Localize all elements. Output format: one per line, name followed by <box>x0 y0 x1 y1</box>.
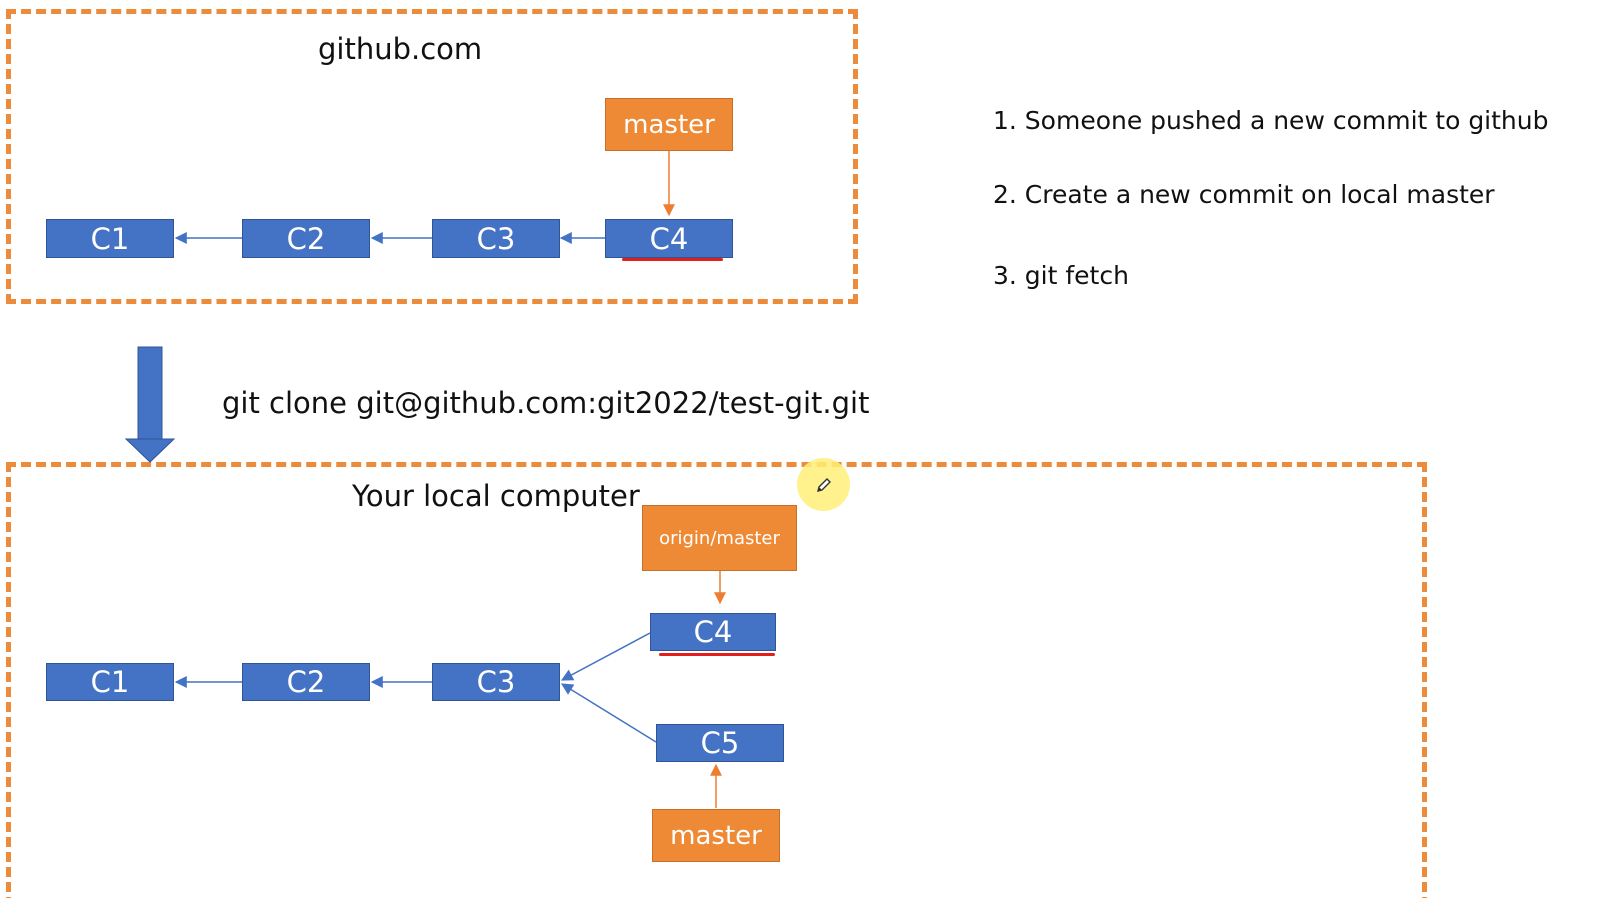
local-commit-c4: C4 <box>650 613 776 651</box>
local-commit-c2: C2 <box>242 663 370 701</box>
step-1-text: 1. Someone pushed a new commit to github <box>993 106 1549 135</box>
remote-commit-c4: C4 <box>605 219 733 258</box>
local-master-branch-label: master <box>652 809 780 862</box>
clone-command-text: git clone git@github.com:git2022/test-gi… <box>222 386 870 420</box>
remote-c4-highlight-underline <box>622 258 723 261</box>
origin-master-branch-label: origin/master <box>642 505 797 571</box>
step-2-text: 2. Create a new commit on local master <box>993 180 1495 209</box>
local-edge-c5-c3 <box>560 683 657 743</box>
large-down-arrow-icon <box>124 346 176 463</box>
local-panel-title: Your local computer <box>352 479 640 513</box>
local-commit-c3: C3 <box>432 663 560 701</box>
pencil-cursor-icon <box>816 477 831 492</box>
local-repo-panel <box>6 462 1427 898</box>
remote-commit-c2: C2 <box>242 219 370 258</box>
remote-commit-c1: C1 <box>46 219 174 258</box>
local-c4-highlight-underline <box>659 653 775 656</box>
local-commit-c1: C1 <box>46 663 174 701</box>
remote-repo-panel <box>6 9 858 304</box>
remote-commit-c3: C3 <box>432 219 560 258</box>
remote-master-branch-label: master <box>605 98 733 151</box>
cursor-highlight <box>797 458 850 511</box>
local-edge-c4-c3 <box>560 632 651 681</box>
step-3-text: 3. git fetch <box>993 261 1129 290</box>
remote-panel-title: github.com <box>318 32 483 66</box>
local-commit-c5: C5 <box>656 724 784 762</box>
